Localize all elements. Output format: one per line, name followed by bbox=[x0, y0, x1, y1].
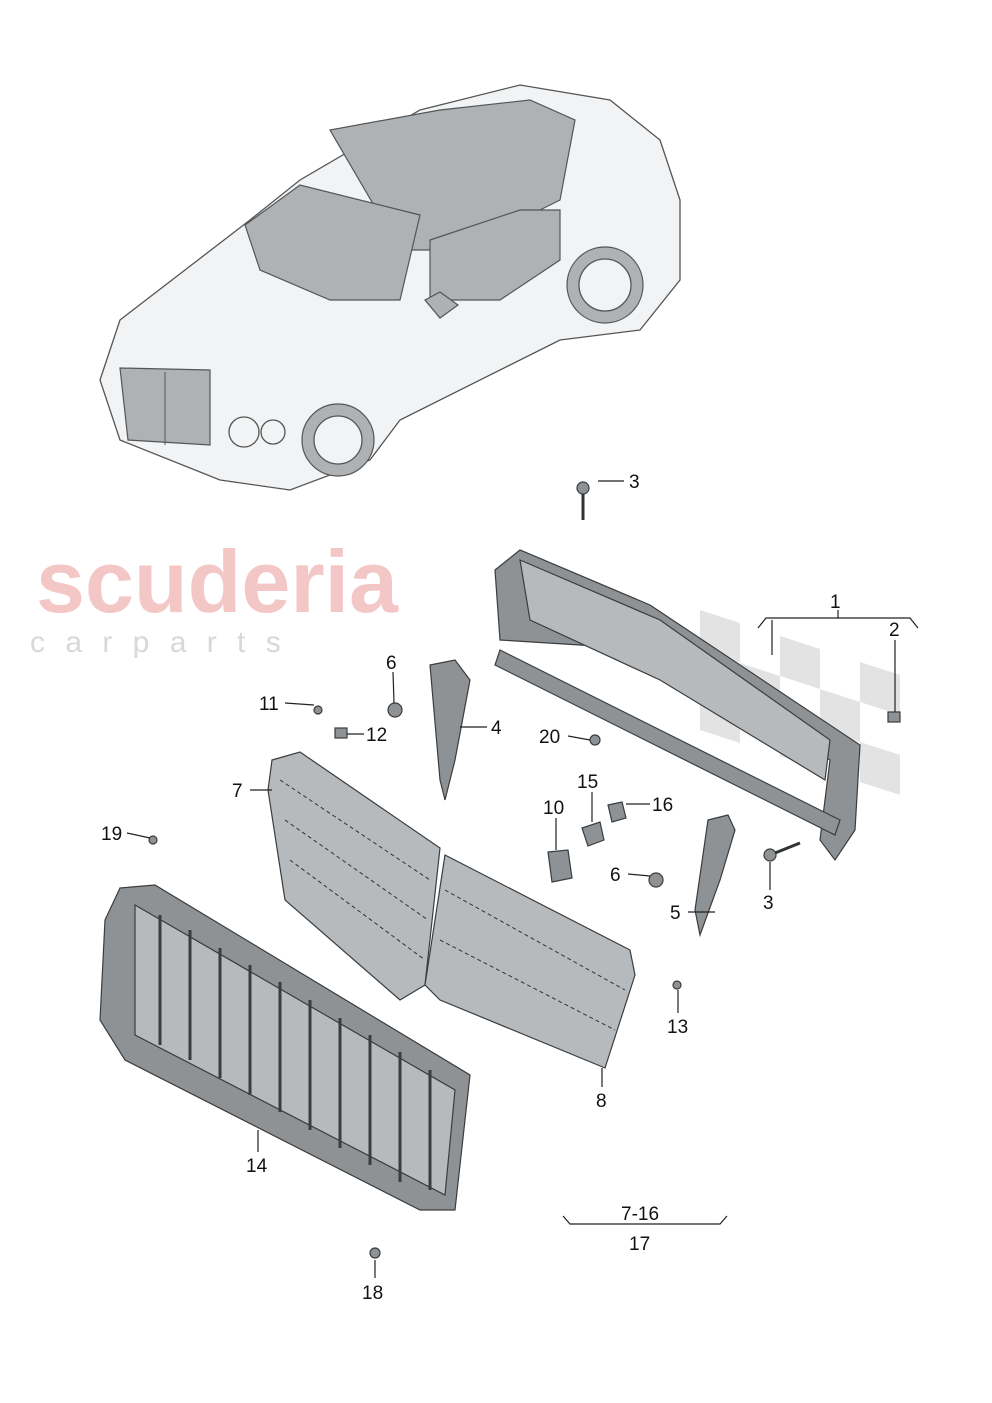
callout-1: 1 bbox=[830, 592, 841, 613]
part-14-outer-grille bbox=[99, 884, 471, 1211]
callout-8: 8 bbox=[596, 1091, 607, 1112]
part-7-grille-left bbox=[267, 751, 441, 1001]
watermark-sub: c a r p a r t s bbox=[30, 626, 287, 659]
callout-15: 15 bbox=[577, 772, 598, 793]
part-5-trim-right bbox=[694, 814, 736, 938]
callout-3b: 3 bbox=[763, 893, 774, 914]
callout-17: 17 bbox=[629, 1234, 650, 1255]
part-1-grille-carrier bbox=[494, 549, 861, 862]
callout-16: 16 bbox=[652, 795, 673, 816]
callout-labels: 3 1 2 6 4 11 12 20 7 15 10 16 19 6 3 5 1… bbox=[101, 472, 900, 1304]
callout-3: 3 bbox=[629, 472, 640, 493]
callout-20: 20 bbox=[539, 727, 560, 748]
callout-12: 12 bbox=[366, 725, 387, 746]
part-4-trim-left bbox=[429, 659, 471, 801]
callout-7: 7 bbox=[232, 781, 243, 802]
callout-4: 4 bbox=[491, 718, 502, 739]
callout-14: 14 bbox=[246, 1156, 268, 1177]
callout-7-16: 7-16 bbox=[621, 1204, 659, 1225]
callout-19: 19 bbox=[101, 824, 122, 845]
callout-13: 13 bbox=[667, 1017, 688, 1038]
callout-10: 10 bbox=[543, 798, 564, 819]
callout-11: 11 bbox=[259, 694, 279, 715]
part-8-grille-right bbox=[424, 854, 636, 1069]
callout-18: 18 bbox=[362, 1283, 383, 1304]
callout-6: 6 bbox=[386, 653, 397, 674]
small-parts bbox=[148, 481, 901, 1259]
leader-lines bbox=[126, 480, 919, 1278]
callout-6b: 6 bbox=[610, 865, 621, 886]
car-illustration bbox=[99, 84, 681, 491]
callout-2: 2 bbox=[889, 620, 900, 641]
watermark: scuderia c a r p a r t s bbox=[30, 532, 900, 795]
callout-5: 5 bbox=[670, 903, 681, 924]
watermark-brand: scuderia bbox=[36, 532, 399, 631]
